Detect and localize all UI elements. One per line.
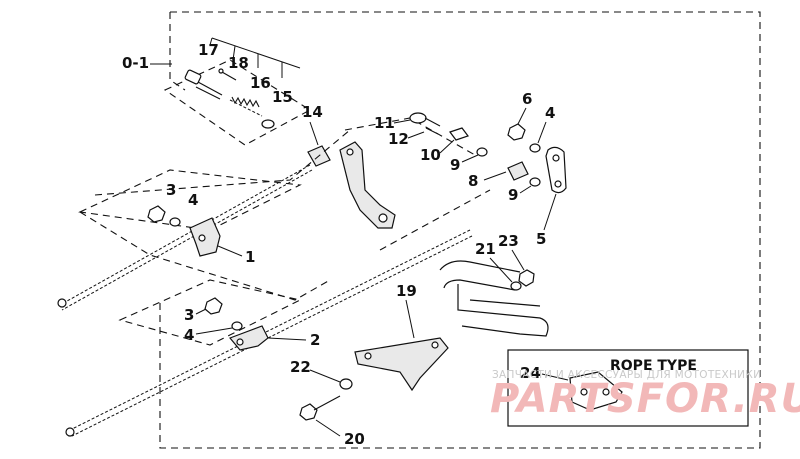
upper-cable	[59, 164, 311, 306]
callout-2: 2	[310, 331, 320, 349]
leader-14	[309, 121, 319, 146]
callout-19: 19	[396, 282, 417, 300]
leader-23	[511, 249, 525, 271]
watermark-small: ЗАПЧАСТИ И АКСЕССУАРЫ ДЛЯ МОТОТЕХНИКИ	[492, 369, 761, 381]
assembly-label: 0-1	[122, 54, 149, 72]
callout-4-lower: 4	[184, 326, 194, 344]
callout-20: 20	[344, 430, 365, 448]
subgroup-boundary-bracket1-b	[79, 211, 331, 301]
leader-3-lower	[195, 308, 207, 315]
callout-21: 21	[475, 240, 496, 258]
leader-10	[439, 139, 455, 154]
pin-18	[218, 68, 237, 81]
bolt-20	[299, 395, 341, 421]
washer-21	[510, 281, 522, 291]
leader-12	[407, 131, 425, 139]
upper-cable-2	[61, 169, 313, 311]
callout-23: 23	[498, 232, 519, 250]
callout-18: 18	[228, 54, 249, 72]
washer-4-lower	[231, 321, 243, 331]
leader-4-right	[537, 121, 547, 144]
callout-8: 8	[468, 172, 478, 190]
callout-9-lower: 9	[508, 186, 518, 204]
bracket-15-18	[209, 37, 301, 78]
callout-4-right: 4	[545, 104, 555, 122]
collar-10	[449, 127, 469, 141]
washer-15	[261, 119, 275, 129]
leader-6	[517, 107, 527, 125]
callout-15: 15	[272, 88, 293, 106]
callout-11: 11	[374, 114, 395, 132]
leader-9-upper	[461, 154, 479, 163]
lower-cable-end	[65, 427, 75, 437]
washer-22	[339, 378, 353, 390]
subgroup-boundary-bracket2	[118, 279, 302, 346]
washer-4-right	[529, 143, 541, 153]
rope-type-inset	[507, 349, 749, 427]
bolt-3-upper	[147, 205, 166, 223]
leader-24	[541, 373, 569, 381]
leader-20	[315, 419, 341, 437]
lower-cable	[69, 229, 471, 431]
callout-9-upper: 9	[450, 156, 460, 174]
bracket-19	[354, 337, 449, 392]
nut-23	[518, 269, 535, 287]
dash-middle	[94, 129, 351, 196]
callout-3-lower: 3	[184, 306, 194, 324]
leader-4-lower	[195, 327, 233, 335]
rope-bracket-24	[569, 371, 623, 411]
frame-tubes	[439, 260, 549, 337]
callout-6: 6	[522, 90, 532, 108]
callout-3-upper: 3	[166, 181, 176, 199]
washer-9-upper	[476, 147, 488, 157]
leader-2	[267, 337, 307, 341]
leader-11	[393, 119, 411, 124]
pin-12	[425, 127, 439, 135]
callout-24: 24	[520, 364, 541, 382]
leader-9-lower	[519, 185, 532, 194]
bracket-1	[189, 217, 221, 257]
callout-12: 12	[388, 130, 409, 148]
bracket-2	[228, 325, 269, 351]
bolt-11	[409, 112, 441, 127]
callout-22: 22	[290, 358, 311, 376]
assembly-boundary-upper	[169, 12, 186, 91]
leader-5	[543, 193, 557, 231]
upper-cable-end	[57, 298, 67, 308]
callout-1: 1	[245, 248, 255, 266]
subgroup-boundary-bracket1	[78, 169, 302, 231]
callout-10: 10	[420, 146, 441, 164]
rope-type-title: ROPE TYPE	[610, 358, 697, 374]
leader-8	[483, 171, 507, 181]
callout-5: 5	[536, 230, 546, 248]
throttle-lever	[339, 141, 396, 229]
callout-17: 17	[198, 41, 219, 59]
callout-16: 16	[250, 74, 271, 92]
watermark-big: PARTSFOR.RU	[490, 376, 800, 422]
leader-21	[489, 257, 513, 283]
leader-1	[217, 245, 243, 257]
bolt-17	[184, 69, 223, 100]
leader-19	[405, 299, 415, 339]
assembly-boundary	[159, 11, 761, 449]
spring-16-coil	[231, 96, 260, 108]
lower-cable-2	[71, 235, 473, 437]
cable-end-8	[507, 161, 529, 181]
link-5	[545, 146, 567, 194]
washer-9-lower	[529, 177, 541, 187]
bolt-6	[507, 123, 526, 141]
washer-4-upper	[169, 217, 181, 227]
callout-4-upper: 4	[188, 191, 198, 209]
bolt-3-lower	[204, 297, 223, 315]
leader-22	[309, 369, 341, 383]
dash-lower-cable	[379, 189, 491, 251]
callout-14: 14	[302, 103, 323, 121]
